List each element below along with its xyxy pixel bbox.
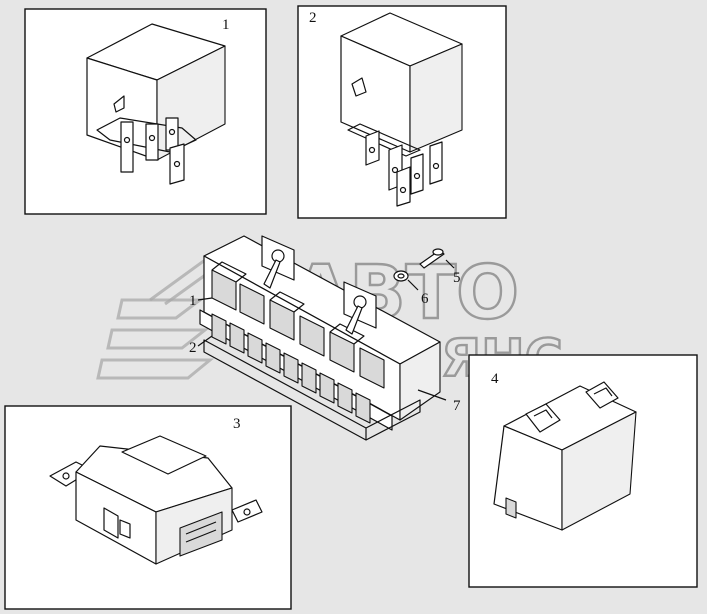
watermark-emblem [96,258,218,380]
lower-fuse-row [211,313,371,424]
callout-module: 3 [233,416,241,432]
relay-1-drawing [86,23,226,185]
mounting-bracket-right [343,281,377,335]
panel-relay-1: 1 [24,8,267,215]
relay-2-drawing [340,12,463,207]
unit-drawing [493,381,637,531]
washer [393,270,409,282]
panel-module-3: 3 [4,405,292,610]
panel-relay-2: 2 [297,5,507,219]
mounting-bracket-left [261,235,295,289]
callout-block-row-2: 2 [189,340,197,356]
callout-relay-2: 2 [309,10,317,26]
callout-washer: 6 [421,291,429,307]
screw [419,248,445,269]
relay-block-drawing [197,235,455,441]
module-drawing [49,435,263,565]
upper-relay-row [211,261,385,389]
panel-unit-4: 4 [468,354,698,588]
callout-relay-block: 7 [453,398,461,414]
callout-block-row-1: 1 [189,293,197,309]
callout-unit: 4 [491,371,499,387]
callout-screw: 5 [453,270,461,286]
callout-relay-1: 1 [222,17,230,33]
relay-block-assembly: 5 6 1 2 7 [189,235,461,441]
